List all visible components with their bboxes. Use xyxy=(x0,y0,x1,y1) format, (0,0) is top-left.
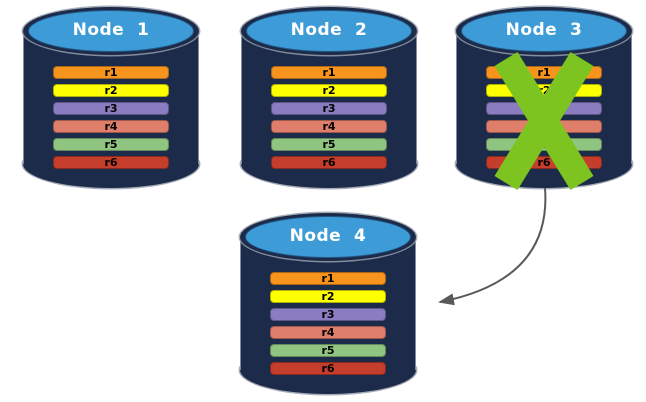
replica-label: r3 xyxy=(321,308,335,321)
replica-label: r1 xyxy=(537,66,551,79)
replica-bar-r2: r2 xyxy=(53,84,169,97)
replica-bar-r1: r1 xyxy=(53,66,169,79)
replica-bar-r5: r5 xyxy=(53,138,169,151)
replica-bar-r3: r3 xyxy=(271,102,387,115)
replica-bar-r2: r2 xyxy=(270,290,386,303)
replica-stack: r1 r2 r3 r4 r5 r6 xyxy=(53,66,169,174)
failure-x-icon xyxy=(494,51,594,191)
node-title: Node 2 xyxy=(290,20,368,40)
replica-label: r4 xyxy=(321,326,335,339)
arrow-curve xyxy=(438,187,547,306)
replica-bar-r6: r6 xyxy=(270,362,386,375)
node-title: Node 3 xyxy=(505,20,583,40)
replica-label: r4 xyxy=(322,120,336,133)
replica-bar-r1: r1 xyxy=(271,66,387,79)
replica-bar-r4: r4 xyxy=(53,120,169,133)
node-cylinder-2: Node 2 r1 r2 r3 r4 r5 r6 xyxy=(241,7,417,188)
replica-bar-r4: r4 xyxy=(271,120,387,133)
node-title: Node 4 xyxy=(289,226,367,246)
replica-bar-r2: r2 xyxy=(271,84,387,97)
replica-label: r2 xyxy=(537,84,551,97)
replica-stack: r1 r2 r3 r4 r5 r6 xyxy=(270,272,386,380)
replica-bar-r3: r3 xyxy=(53,102,169,115)
replica-stack: r1 r2 r3 r4 r5 r6 xyxy=(271,66,387,174)
replica-label: r5 xyxy=(322,138,336,151)
replica-label: r1 xyxy=(104,66,118,79)
replica-bar-r6: r6 xyxy=(53,156,169,169)
replica-label: r6 xyxy=(537,156,551,169)
node-cylinder-3: Node 3 r1 r2 r3 r4 r5 r6 xyxy=(456,7,632,191)
replica-label: r2 xyxy=(322,84,336,97)
node-cylinder-1: Node 1 r1 r2 r3 r4 r5 r6 xyxy=(23,7,199,188)
replica-bar-r5: r5 xyxy=(270,344,386,357)
replica-label: r1 xyxy=(321,272,335,285)
replica-bar-r4: r4 xyxy=(270,326,386,339)
replica-label: r3 xyxy=(104,102,118,115)
replica-bar-r1: r1 xyxy=(270,272,386,285)
replica-label: r3 xyxy=(322,102,336,115)
replica-label: r2 xyxy=(104,84,118,97)
replica-bar-r5: r5 xyxy=(271,138,387,151)
replica-bar-r6: r6 xyxy=(271,156,387,169)
replica-label: r5 xyxy=(321,344,335,357)
replica-label: r2 xyxy=(321,290,335,303)
replica-label: r4 xyxy=(104,120,118,133)
cylinder-top-face xyxy=(28,10,194,52)
node-cylinder-4: Node 4 r1 r2 r3 r4 r5 r6 xyxy=(240,213,416,394)
replica-bar-r3: r3 xyxy=(270,308,386,321)
replica-label: r6 xyxy=(104,156,118,169)
cylinder-top-face xyxy=(461,10,627,52)
replica-label: r1 xyxy=(322,66,336,79)
node-title: Node 1 xyxy=(72,20,150,40)
replica-label: r5 xyxy=(104,138,118,151)
replica-label: r6 xyxy=(321,362,335,375)
replica-label: r6 xyxy=(322,156,336,169)
cylinder-top-face xyxy=(246,10,412,52)
cylinder-top-face xyxy=(245,216,411,258)
